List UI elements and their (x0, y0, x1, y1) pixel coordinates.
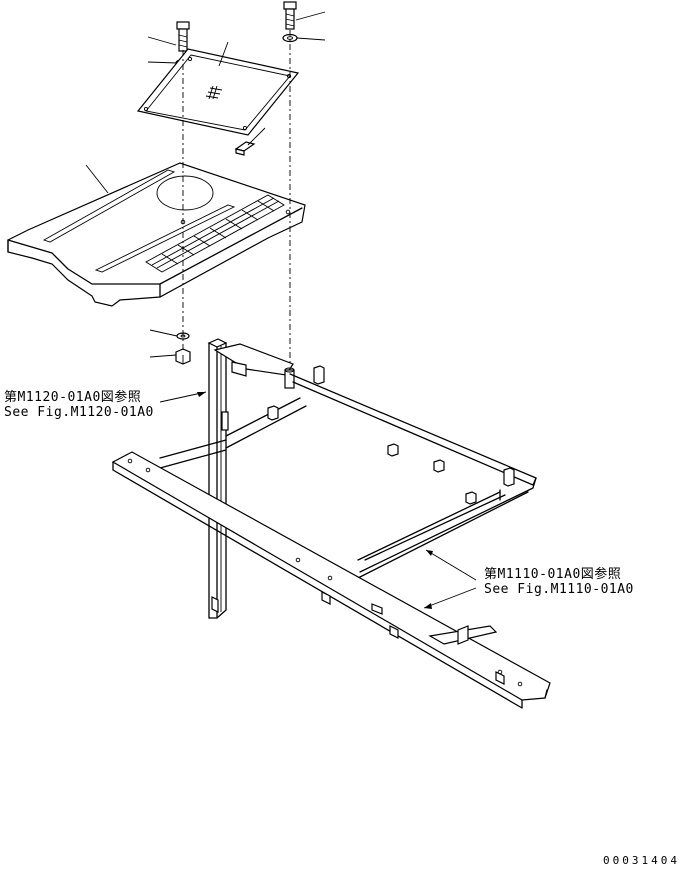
leader-cover-plate (218, 41, 229, 67)
small-clip (234, 141, 256, 156)
reference-note-left-jp: 第M1120-01A0図参照 (4, 390, 142, 405)
drawing-number: 00031404 (603, 854, 680, 867)
leader-ref-right-a (425, 549, 477, 581)
reference-note-right-jp: 第M1110-01A0図参照 (484, 567, 622, 582)
frame (111, 338, 551, 709)
leader-bolt-right (295, 11, 326, 21)
floor-plate (7, 162, 306, 307)
reference-note-right: 第M1110-01A0図参照 See Fig.M1110-01A0 (484, 567, 634, 597)
leader-washer-left (147, 61, 178, 64)
bolt-left (176, 21, 190, 52)
leader-floor-plate (85, 164, 109, 194)
leader-nut (149, 354, 177, 358)
reference-note-right-en: See Fig.M1110-01A0 (484, 582, 634, 597)
reference-note-left: 第M1120-01A0図参照 See Fig.M1120-01A0 (4, 390, 154, 420)
cover-plate (136, 48, 300, 136)
arrow-ref-left (197, 392, 206, 397)
perforated-area (145, 194, 285, 273)
leader-washer-lower (149, 329, 178, 337)
nut (175, 348, 191, 365)
leader-washer-right (296, 37, 326, 41)
bolt-right (283, 1, 297, 30)
leader-bolt-left (147, 36, 177, 46)
reference-note-left-en: See Fig.M1120-01A0 (4, 405, 154, 420)
leader-clip (247, 127, 266, 146)
leader-ref-right-b (423, 587, 477, 609)
